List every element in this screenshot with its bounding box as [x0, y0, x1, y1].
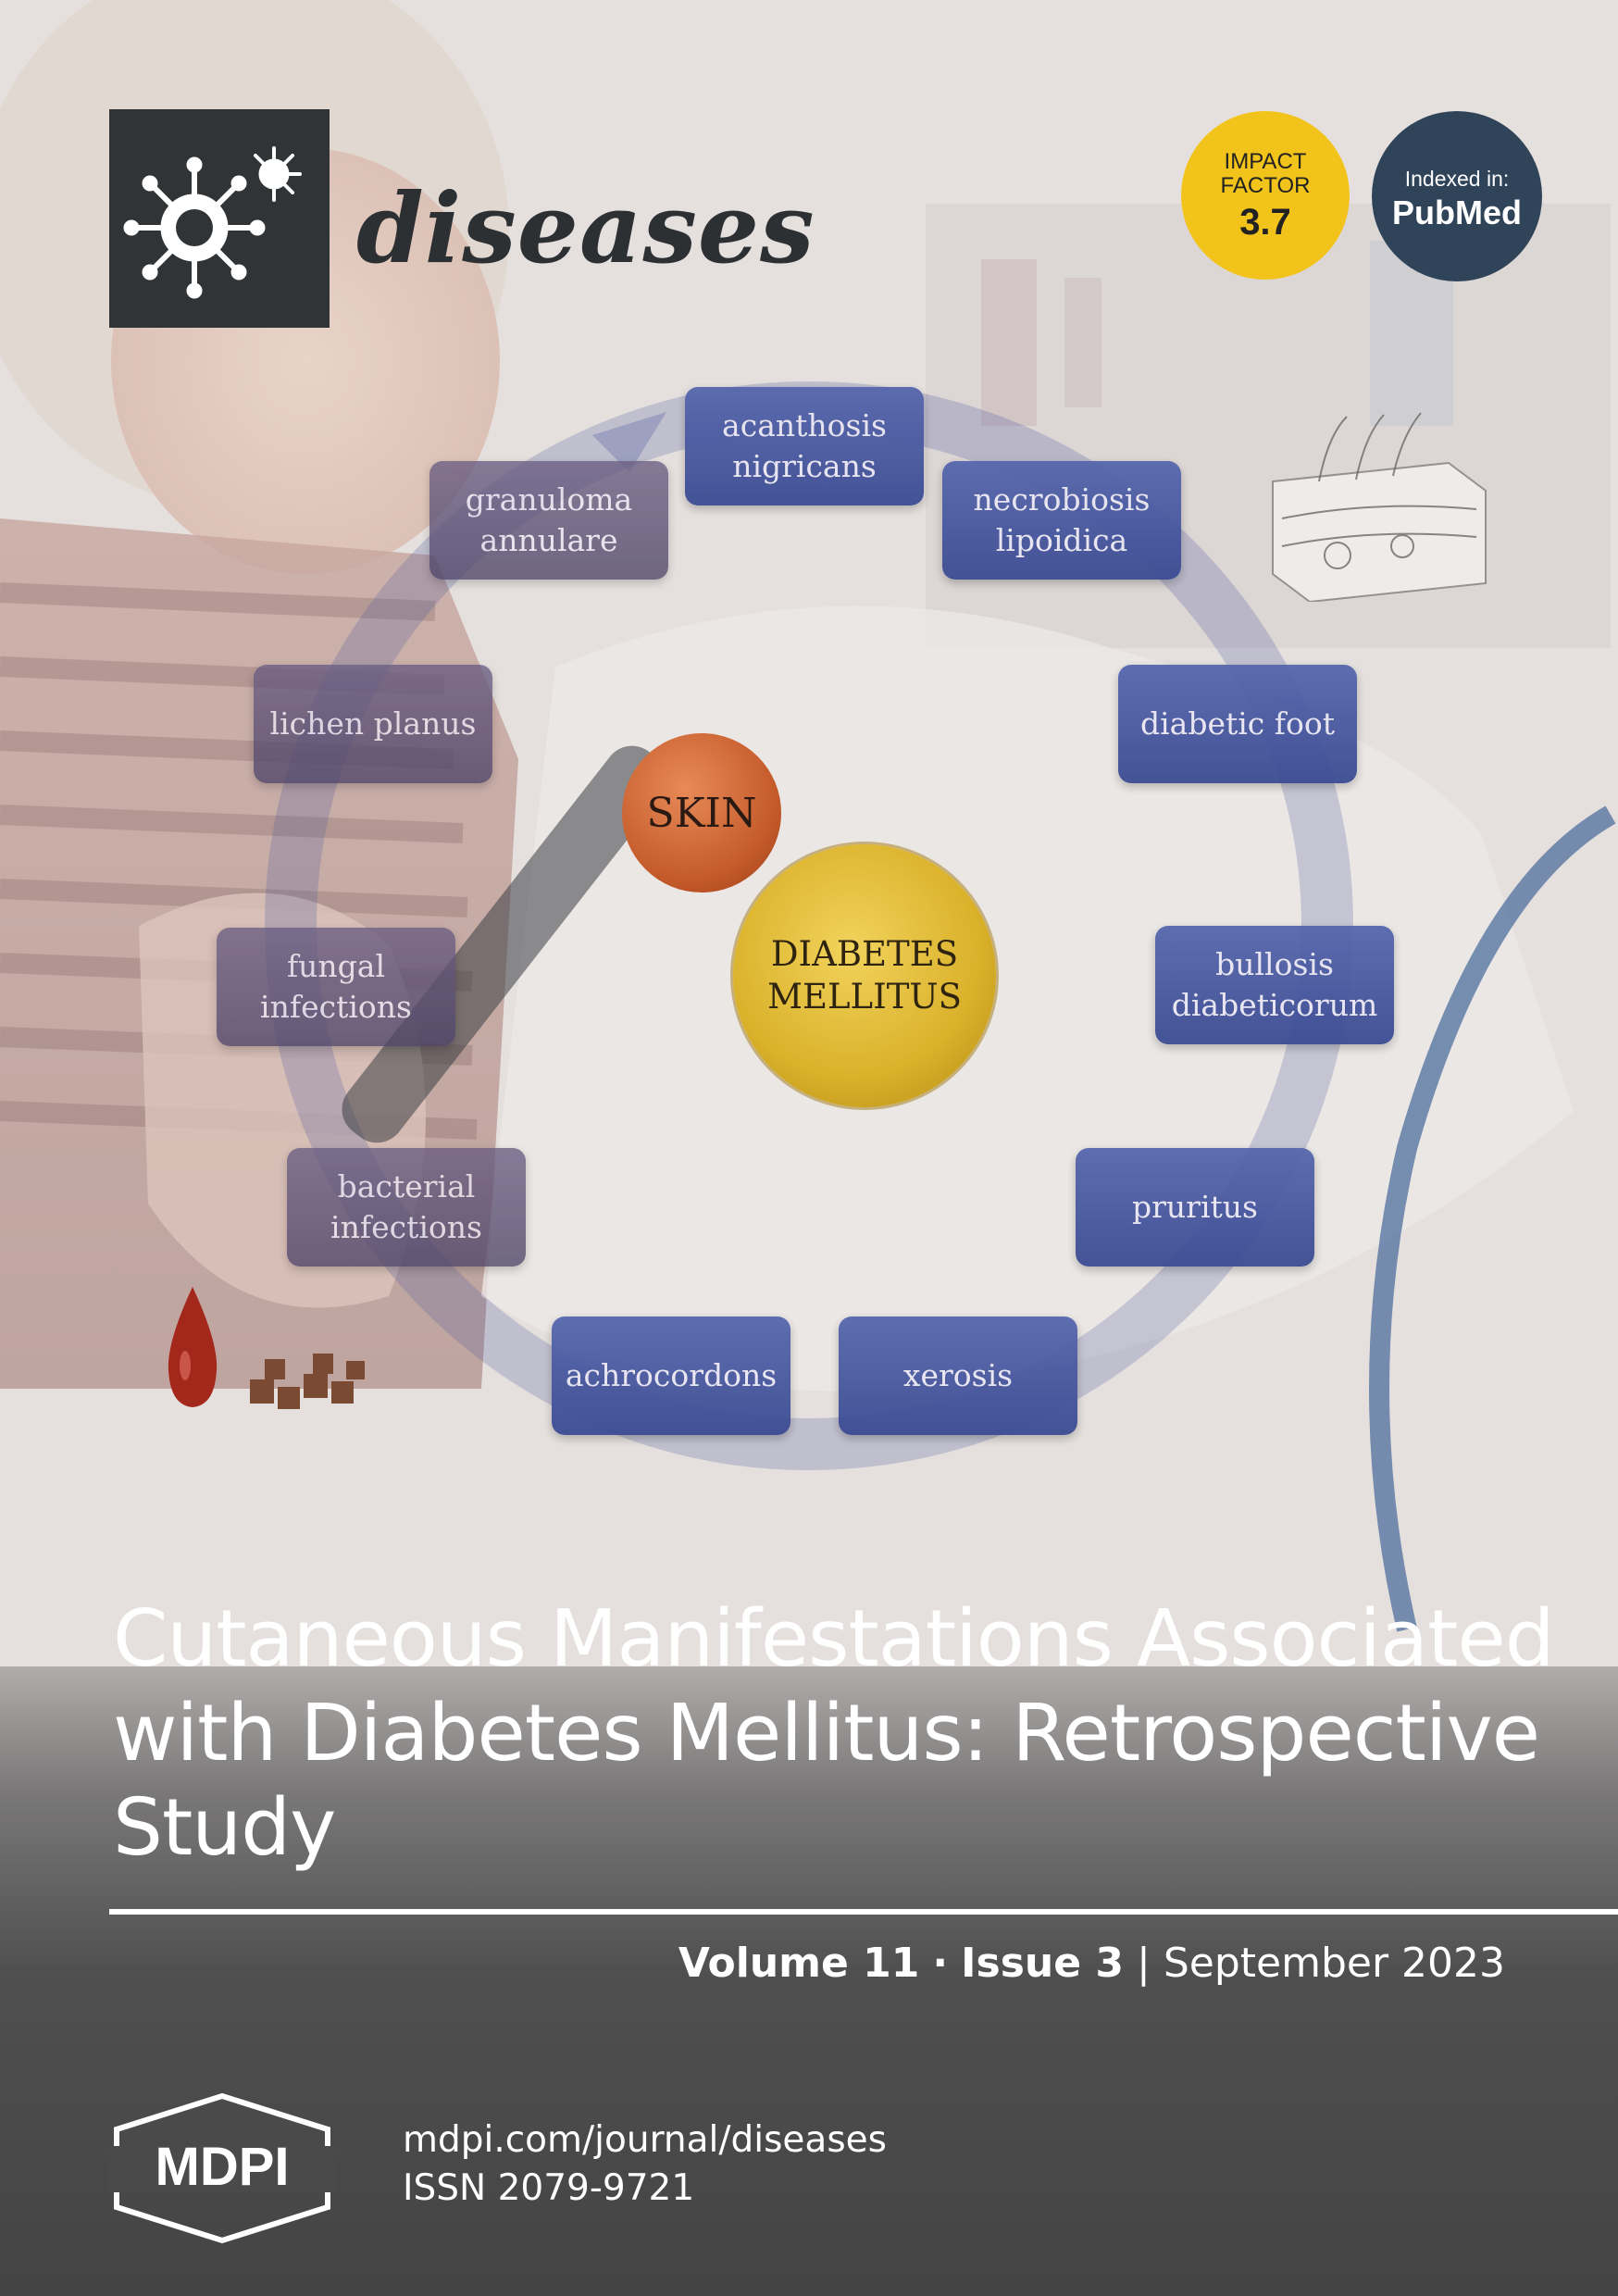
term-line: lipoidica: [995, 522, 1128, 558]
term-line: lichen planus: [269, 705, 477, 742]
term-line: acanthosis: [722, 407, 887, 443]
divider-rule: [109, 1909, 1618, 1915]
indexed-label: Indexed in:: [1404, 167, 1510, 191]
virus-icon: [123, 146, 302, 299]
publisher-info: mdpi.com/journal/diseases ISSN 2079-9721: [403, 2116, 887, 2213]
mdpi-logo-text: MDPI: [156, 2137, 290, 2197]
term-diabetic-foot: diabetic foot: [1118, 665, 1357, 783]
dm-label-line1: DIABETES: [770, 934, 959, 974]
journal-url[interactable]: mdpi.com/journal/diseases: [403, 2119, 887, 2161]
term-acanthosis-nigricans: acanthosis nigricans: [685, 387, 924, 505]
dm-label-line2: MELLITUS: [767, 977, 962, 1017]
term-line: infections: [260, 989, 412, 1025]
impact-factor-badge: IMPACT FACTOR 3.7: [1181, 111, 1350, 280]
impact-value: 3.7: [1239, 202, 1291, 243]
skin-layers-icon: [1272, 412, 1487, 602]
title-line: with Diabetes Mellitus: Retrospective: [113, 1688, 1540, 1779]
issue-info: Volume 11 · Issue 3 | September 2023: [678, 1940, 1505, 1987]
term-bullosis-diabeticorum: bullosis diabeticorum: [1155, 926, 1394, 1044]
journal-logo-box: [109, 109, 330, 328]
impact-label-line1: IMPACT: [1224, 149, 1307, 174]
volume-label: Volume 11: [678, 1940, 920, 1987]
term-fungal-infections: fungal infections: [217, 928, 455, 1046]
term-line: annulare: [479, 522, 618, 558]
pubmed-badge: Indexed in: PubMed: [1372, 111, 1542, 281]
term-line: infections: [330, 1209, 482, 1245]
journal-title: diseases: [356, 171, 815, 285]
term-bacterial-infections: bacterial infections: [287, 1148, 526, 1267]
term-line: nigricans: [732, 448, 877, 484]
term-line: achrocordons: [565, 1357, 778, 1393]
title-line: Cutaneous Manifestations Associated: [113, 1593, 1555, 1685]
term-line: bullosis: [1215, 946, 1334, 982]
diabetes-mellitus-circle: DIABETES MELLITUS: [733, 844, 996, 1107]
pubmed-label: PubMed: [1392, 193, 1522, 231]
term-line: necrobiosis: [973, 481, 1151, 518]
term-granuloma-annulare: granuloma annulare: [429, 461, 668, 580]
term-lichen-planus: lichen planus: [254, 665, 492, 783]
cutaneous-manifestations-diagram: acanthosis nigricans necrobiosis lipoidica…: [217, 387, 1394, 1435]
impact-label-line2: FACTOR: [1220, 173, 1311, 198]
blood-drop-sugar-icon: [168, 1287, 365, 1409]
term-pruritus: pruritus: [1076, 1148, 1314, 1267]
title-line: Study: [113, 1782, 336, 1874]
term-xerosis: xerosis: [839, 1316, 1077, 1435]
term-line: granuloma: [465, 481, 633, 518]
term-line: diabetic foot: [1139, 705, 1335, 742]
skin-label: SKIN: [646, 789, 757, 837]
term-line: pruritus: [1132, 1189, 1258, 1225]
divider-bar: |: [1137, 1940, 1151, 1987]
article-title: Cutaneous Manifestations Associated with…: [113, 1592, 1557, 1876]
issue-label: Issue 3: [961, 1940, 1124, 1987]
separator-dot: ·: [932, 1940, 949, 1987]
term-line: diabeticorum: [1171, 987, 1378, 1023]
term-line: fungal: [286, 948, 386, 984]
skin-circle: SKIN: [622, 733, 781, 892]
term-necrobiosis-lipoidica: necrobiosis lipoidica: [942, 461, 1181, 580]
issue-date: September 2023: [1163, 1940, 1505, 1987]
term-achrocordons: achrocordons: [552, 1316, 790, 1435]
mdpi-logo: MDPI: [109, 2092, 335, 2244]
issn: ISSN 2079-9721: [403, 2167, 695, 2209]
term-line: bacterial: [337, 1168, 476, 1204]
term-line: xerosis: [902, 1357, 1014, 1393]
